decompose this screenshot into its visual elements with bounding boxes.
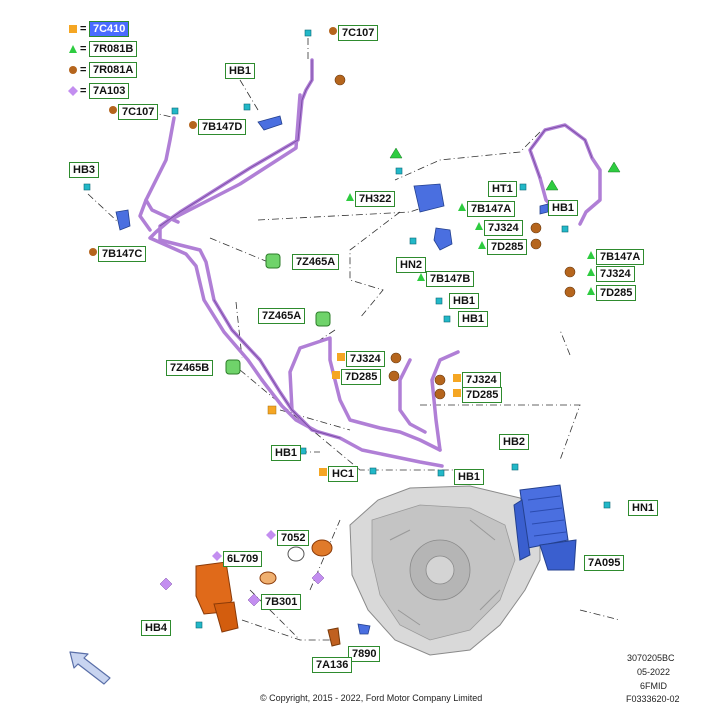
callout-6l709[interactable]: 6L709 [223,551,263,567]
legend-code-7r081b[interactable]: 7R081B [89,41,138,57]
callout-7d285-mid[interactable]: 7D285 [487,239,528,255]
callout-7j324-mid[interactable]: 7J324 [484,220,523,236]
figure-number: F0333620-02 [626,694,680,704]
callout-7b147c[interactable]: 7B147C [98,246,147,262]
callout-7h322[interactable]: 7H322 [355,191,396,207]
transmission-case [349,485,541,656]
marker-circle-icon [189,121,197,129]
callout-7a095[interactable]: 7A095 [584,555,625,571]
marker-square-icon [337,353,345,361]
squares [267,405,277,415]
legend-eq: = [80,85,87,97]
previous-arrow-button[interactable] [66,648,116,688]
callout-7j324-c2[interactable]: 7J324 [462,372,501,388]
marker-diamond-icon [266,530,276,540]
callout-7c107-top[interactable]: 7C107 [338,25,379,41]
callout-hb1-low[interactable]: HB1 [271,445,302,461]
legend-eq: = [80,43,87,55]
marker-square-icon [332,371,340,379]
callout-7b147a-right[interactable]: 7B147A [596,249,645,265]
marker-circle-icon [89,248,97,256]
legend-code-7a103[interactable]: 7A103 [89,83,130,99]
orange-parts [195,539,341,647]
callout-7b301[interactable]: 7B301 [261,594,302,610]
marker-circle-icon [109,106,117,114]
bolts [83,29,611,629]
callout-7j324-c[interactable]: 7J324 [346,351,385,367]
marker-triangle-icon [346,193,354,201]
callout-7d285-c[interactable]: 7D285 [341,369,382,385]
callout-ht1[interactable]: HT1 [488,181,517,197]
legend-triangle-icon [69,45,77,53]
callout-7b147a-mid[interactable]: 7B147A [467,201,516,217]
marker-triangle-icon [458,203,466,211]
callout-hb1-low2[interactable]: HB1 [454,469,485,485]
callout-7a136[interactable]: 7A136 [312,657,353,673]
model-code: 6FMID [640,681,667,691]
legend-eq: = [80,23,87,35]
callout-hb3[interactable]: HB3 [69,162,100,178]
marker-triangle-icon [587,251,595,259]
callout-hc1[interactable]: HC1 [328,466,359,482]
marker-triangle-icon [478,241,486,249]
legend-circle-icon [69,66,77,74]
marker-triangle-icon [417,273,425,281]
callout-7z465a-2[interactable]: 7Z465A [258,308,306,324]
cooler-pipes-shade [159,59,593,439]
callout-hn2[interactable]: HN2 [396,257,427,273]
callout-7d285-right[interactable]: 7D285 [596,285,637,301]
legend-code-7c410[interactable]: 7C410 [89,21,130,37]
oil-cooler [513,484,577,571]
marker-diamond-icon [212,551,222,561]
callout-7b147b[interactable]: 7B147B [426,271,475,287]
callout-7j324-right[interactable]: 7J324 [596,266,635,282]
callout-hb4[interactable]: HB4 [141,620,172,636]
callout-hb1-right[interactable]: HB1 [548,200,579,216]
revision-date: 05-2022 [637,667,671,677]
marker-triangle-icon [587,268,595,276]
marker-triangle-icon [587,287,595,295]
callout-7z465b[interactable]: 7Z465B [166,360,214,376]
callout-7b147d[interactable]: 7B147D [198,119,247,135]
callout-hb2[interactable]: HB2 [499,434,530,450]
reference-code: 3070205BC [627,653,675,663]
callout-7z465a-1[interactable]: 7Z465A [292,254,340,270]
triangles [389,147,621,191]
callout-hb1-c1[interactable]: HB1 [449,293,480,309]
legend-eq: = [80,64,87,76]
callout-hn1[interactable]: HN1 [628,500,659,516]
copyright-text: © Copyright, 2015 - 2022, Ford Motor Com… [260,693,483,703]
marker-square-icon [319,468,327,476]
clips [225,253,331,375]
brackets [115,115,549,635]
marker-square-icon [453,389,461,397]
callout-hb1-top[interactable]: HB1 [225,63,256,79]
washers [334,74,576,400]
marker-circle-icon [329,27,337,35]
legend-diamond-icon [68,86,78,96]
legend-code-7r081a[interactable]: 7R081A [89,62,138,78]
previous-arrow-icon [69,651,111,685]
marker-square-icon [453,374,461,382]
diamonds [159,571,325,607]
marker-triangle-icon [475,222,483,230]
callout-7052[interactable]: 7052 [277,530,310,546]
callout-7c107-left[interactable]: 7C107 [118,104,159,120]
callout-7d285-c2[interactable]: 7D285 [462,387,503,403]
callout-7890[interactable]: 7890 [348,646,381,662]
callout-hb1-c2[interactable]: HB1 [458,311,489,327]
legend-square-icon [69,25,77,33]
